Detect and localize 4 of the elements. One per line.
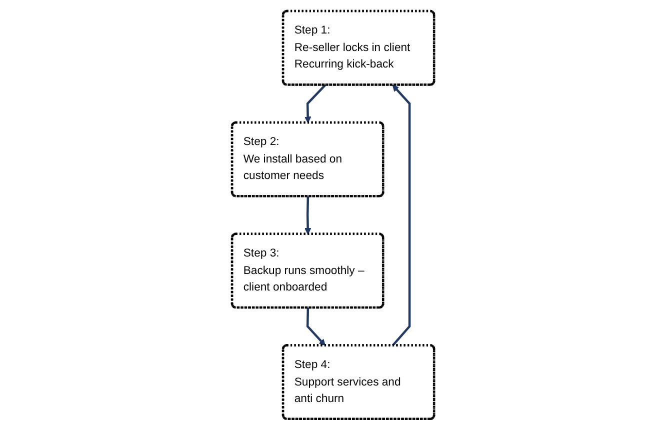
- arrow: [306, 308, 326, 346]
- arrow: [304, 84, 326, 124]
- arrow: [392, 84, 411, 346]
- arrow: [304, 196, 312, 235]
